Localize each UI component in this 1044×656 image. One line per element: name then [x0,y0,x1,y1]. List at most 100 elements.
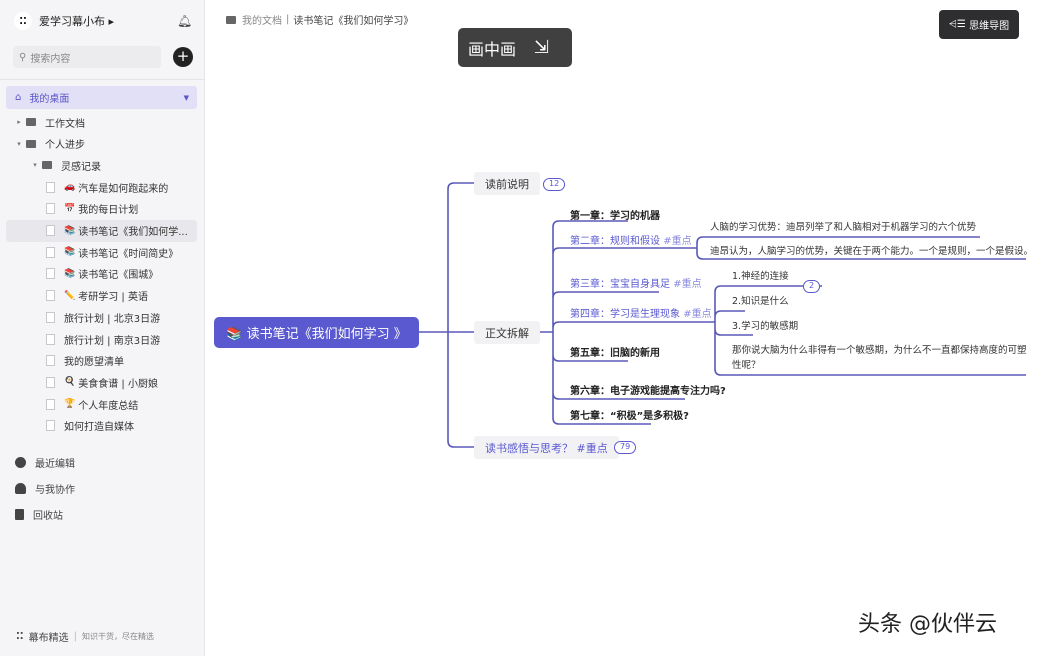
search-input[interactable]: ⚲搜索内容 [13,46,161,68]
clock-icon [15,457,26,468]
node-reading-notes[interactable]: 读前说明 [474,172,540,195]
chapter-tag[interactable]: #重点 [683,309,712,320]
chapter-label: 第六章：电子游戏能提高专注力吗? [570,386,726,397]
chapter-node[interactable]: 第四章：学习是生理现象 #重点 [570,305,712,320]
node-main-content[interactable]: 正文拆解 [474,321,540,344]
badge-count: 79 [620,442,631,451]
sidebar-tree-item[interactable]: 📚读书笔记《时间简史》 [6,241,197,263]
sidebar-tree-item[interactable]: 📚读书笔记《我们如何学... [6,219,197,242]
document-icon [46,290,55,302]
footer-brand[interactable]: ⁚⁚幕布精选|知识干货，尽在精选 [16,631,154,644]
document-icon [46,420,55,432]
folder-icon [42,161,52,170]
folder-icon [26,118,36,126]
breadcrumb-current: 读书笔记《我们如何学习》 [293,16,414,27]
chapter-connectors [540,220,715,425]
badge-count: 12 [549,179,560,188]
tree-item-label: 读书笔记《围城》 [78,270,159,282]
breadcrumb-root[interactable]: 我的文档 [242,16,282,27]
watermark-text: 头条 @伙伴云 [858,612,997,637]
tree-item-label: 旅行计划 | 北京3日游 [64,313,161,325]
document-icon [46,398,55,410]
folder-icon [226,15,236,24]
sidebar-tree-item[interactable]: ▸工作文档 [6,111,197,133]
chapter-node[interactable]: 第七章：“积极”是多积极? [570,407,689,422]
subtopic-node[interactable]: 3.学习的敏感期 [732,321,799,332]
document-icon [46,225,55,236]
tree-item-label: 旅行计划 | 南京3日游 [64,335,161,347]
mindmap-toggle-button[interactable]: ⩤☰ 思维导图 [939,10,1019,39]
sidebar-item-my-desktop[interactable]: ⌂我的桌面▼ [6,86,197,109]
subtopic-node[interactable]: 迪昂认为，人脑学习的优势，关键在于两个能力。一个是规则，一个是假设。 [710,246,1034,257]
workspace-switcher[interactable]: ⁚⁚爱学习幕小布 ▸ [14,12,114,30]
node-reflections[interactable]: 读书感悟与思考？ #重点 [474,436,619,459]
tree-item-label: 考研学习 | 英语 [78,292,148,304]
sidebar-tree-item[interactable]: ✏️考研学习 | 英语 [6,285,197,307]
divider [0,79,205,80]
chapter-label: 第二章：规则和假设 [570,236,660,247]
sidebar-tree-item[interactable]: 🚗汽车是如何跑起来的 [6,176,197,198]
sidebar-tree-item[interactable]: 旅行计划 | 北京3日游 [6,306,197,328]
document-icon [46,246,55,258]
sidebar-tree-item[interactable]: ▾个人进步 [6,133,197,155]
chapter-tag[interactable]: #重点 [663,236,692,247]
ch4-connectors [714,285,1026,376]
sidebar-tree-item[interactable]: 🍳美食食谱 | 小厨娘 [6,371,197,393]
tree-item-label: 灵感记录 [61,161,101,173]
tree-item-label: 读书笔记《时间简史》 [78,248,179,260]
footer-brand-name: 幕布精选 [28,633,69,644]
collapsed-count-badge[interactable]: 2 [803,280,821,293]
subtopic-node[interactable]: 人脑的学习优势：迪昂列举了和人脑相对于机器学习的六个优势 [710,222,977,233]
nav-trash[interactable]: 回收站 [15,507,63,522]
bell-icon[interactable]: 🔔︎ [177,14,193,28]
document-icon [46,268,55,280]
subtopic-node[interactable]: 那你说大脑为什么非得有一个敏感期，为什么不一直都保持高度的可塑 [732,345,1027,356]
folder-icon [26,139,36,148]
document-icon [46,311,55,323]
sidebar-tree-item[interactable]: 我的愿望清单 [6,350,197,372]
expand-arrow-icon[interactable]: ▾ [33,161,37,170]
tree-item-label: 个人年度总结 [78,400,139,412]
chevron-down-icon[interactable]: ▼ [183,93,189,102]
root-label: 📚 读书笔记《我们如何学习 》 [226,327,407,342]
chapter-tag[interactable]: #重点 [673,279,702,290]
sidebar-tree-item[interactable]: 旅行计划 | 南京3日游 [6,328,197,350]
sidebar-tree-item[interactable]: 📅我的每日计划 [6,198,197,220]
search-placeholder: 搜索内容 [30,53,71,65]
nav-recent[interactable]: 最近编辑 [15,455,75,470]
picture-in-picture-button[interactable]: 画中画⇲ [458,28,572,67]
node-label: 读书感悟与思考？ #重点 [485,441,608,455]
mubu-logo-icon: ⁚⁚ [14,12,32,30]
subtopic-node[interactable]: 性呢？ [732,360,761,371]
collapsed-count-badge[interactable]: 79 [614,441,637,454]
nav-shared[interactable]: 与我协作 [15,481,75,496]
chapter-label: 第一章：学习的机器 [570,211,660,222]
sidebar-tree-item[interactable]: ▾ 灵感记录 [6,154,197,176]
subtopic-node[interactable]: 1.神经的连接 [732,271,789,282]
collapsed-count-badge[interactable]: 12 [543,178,566,191]
mindmap-root-node[interactable]: 📚 读书笔记《我们如何学习 》 [214,317,419,348]
home-icon: ⌂ [15,92,22,103]
mubu-logo-icon: ⁚⁚ [16,631,24,642]
tree-item-label: 美食食谱 | 小厨娘 [78,378,158,390]
emoji-icon: 📚 [64,268,76,279]
chapter-node[interactable]: 第五章：旧脑的新用 [570,344,660,359]
document-icon [46,376,55,388]
expand-arrow-icon[interactable]: ▸ [17,118,21,126]
subtopic-node[interactable]: 2.知识是什么 [732,296,789,307]
sidebar-tree-item[interactable]: 如何打造自媒体 [6,415,197,437]
emoji-icon: 📅 [64,203,76,214]
chapter-node[interactable]: 第三章：宝宝自身具足 #重点 [570,275,702,290]
breadcrumb: 我的文档|读书笔记《我们如何学习》 [226,12,413,27]
nav-label: 与我协作 [35,485,75,496]
expand-arrow-icon[interactable]: ▾ [17,139,21,148]
chapter-node[interactable]: 第六章：电子游戏能提高专注力吗? [570,382,726,397]
mindmap-icon: ⩤☰ [948,19,970,30]
sidebar-tree-item[interactable]: 🏆个人年度总结 [6,393,197,415]
chapter-node[interactable]: 第一章：学习的机器 [570,207,660,222]
add-button[interactable]: + [173,47,193,67]
emoji-icon: 🏆 [64,399,76,410]
chapter-node[interactable]: 第二章：规则和假设 #重点 [570,232,692,247]
sidebar-tree-item[interactable]: 📚读书笔记《围城》 [6,263,197,285]
search-icon: ⚲ [19,51,27,63]
